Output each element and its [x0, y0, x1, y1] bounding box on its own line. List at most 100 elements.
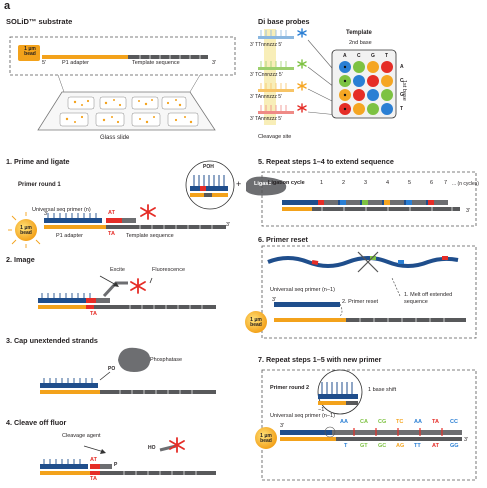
bead-label: 1 μm bead [24, 46, 36, 57]
cycle-7: 7 [444, 180, 448, 186]
cycle-n: ... (n cycles) [452, 181, 479, 187]
step6-title: 6. Primer reset [258, 235, 308, 244]
step1-ta: TA [108, 231, 115, 237]
step6-universal-primer: Universal seq primer (n−1) [270, 287, 335, 293]
cycle-6: 6 [430, 180, 434, 186]
row-t: T [400, 106, 404, 112]
solid-substrate-title: SOLiD™ substrate [6, 17, 73, 26]
step5-three-prime: 3' [466, 208, 471, 214]
step1-title: 1. Prime and ligate [6, 157, 70, 166]
step6-three-prime: 3' [272, 297, 277, 303]
top-pair-4: TC [396, 419, 404, 425]
col-g: G [371, 53, 375, 59]
step4-p: P [114, 462, 118, 468]
step2-ta: TA [90, 311, 97, 317]
top-pair-3: CG [378, 419, 387, 425]
top-pair-5: AA [414, 419, 422, 425]
step7-three-prime-end: 3' [464, 437, 469, 443]
template-label: Template [346, 30, 372, 36]
bottom-pair-1: T [344, 443, 348, 449]
step2-graphic [38, 275, 216, 309]
step1-three-prime-end: 3' [226, 222, 231, 228]
di-base-probes-graphic [258, 28, 397, 125]
cross-out-icon [357, 251, 379, 273]
step2-fluor-star-icon [130, 278, 146, 294]
template-strand [128, 55, 208, 59]
col-a: A [343, 53, 347, 59]
p1-adapter-strand [42, 55, 128, 59]
cleavage-site-highlight [264, 29, 276, 125]
probe-star-blue-icon [297, 28, 307, 38]
bottom-pair-3: GC [378, 443, 387, 449]
poh-label: POH [203, 164, 214, 170]
probe-star-green-icon [297, 59, 307, 69]
probe-3-seq: 3' TAnnnzzz 5' [250, 94, 283, 100]
bottom-pair-5: TT [414, 443, 421, 449]
po-label: PO [108, 366, 116, 372]
step1-template-sequence: Template sequence [126, 233, 174, 239]
col-c: C [357, 53, 361, 59]
fluorescence-label: Fluorescence [152, 267, 186, 273]
step1-p1-adapter: P1 adapter [56, 233, 83, 239]
bottom-pair-6: AT [432, 443, 439, 449]
solid-substrate-graphic [9, 36, 236, 131]
substrate-dashed-box [9, 36, 236, 76]
cleavage-site-label: Cleavage site [258, 134, 292, 140]
cycle-3: 3 [364, 180, 368, 186]
step2-title: 2. Image [6, 255, 35, 264]
bottom-pair-7: GG [450, 443, 459, 449]
step1-bead-label: 1 μm bead [20, 225, 32, 236]
step1-three-prime: 3' [44, 211, 49, 217]
step1-fluor-star-icon [140, 204, 156, 220]
cycle-1: 1 [320, 180, 324, 186]
cycle-5: 5 [408, 180, 412, 186]
step6-graphic [245, 245, 477, 339]
plus-sign: + [236, 179, 242, 189]
primer-reset-label: 2. Primer reset [342, 299, 379, 305]
first-base-label: 1st base [401, 80, 407, 101]
cycle-2: 2 [342, 180, 346, 186]
three-prime-label: 3' [212, 60, 217, 66]
cycle-4: 4 [386, 180, 390, 186]
bead-square [18, 45, 40, 61]
step5-graphic [261, 171, 477, 227]
second-base-label: 2nd base [349, 40, 372, 46]
melt-off-label: 1. Melt off extended sequence [404, 292, 453, 305]
bottom-pair-4: AG [396, 443, 405, 449]
primer-round-2: Primer round 2 [270, 385, 310, 391]
bead-icon [8, 212, 41, 248]
bottom-pair-2: GT [360, 443, 368, 449]
ho-label: HO [148, 445, 156, 451]
primer-round-1: Primer round 1 [18, 182, 61, 188]
step6-bead-label: 1 μm bead [250, 317, 262, 328]
probe-2-seq: 3' TCnnnzzz 5' [250, 72, 283, 78]
row-c: C [400, 78, 404, 84]
glass-slide-label: Glass slide [100, 135, 130, 141]
probe-4-seq: 3' TAnnnzzz 5' [250, 116, 283, 122]
step7-graphic [255, 369, 477, 481]
step4-ta: TA [90, 476, 97, 482]
step1-at: AT [108, 210, 115, 216]
step5-title: 5. Repeat steps 1–4 to extend sequence [258, 157, 394, 166]
step7-title: 7. Repeat steps 1–5 with new primer [258, 355, 382, 364]
step4-graphic [40, 437, 216, 475]
minus-one-label: −1 [318, 407, 325, 413]
step7-three-prime: 3' [280, 423, 285, 429]
row-a: A [400, 64, 404, 70]
phosphatase-blob [118, 347, 151, 372]
ligase-label: Ligase [254, 181, 272, 187]
ligation-cycle-label: Ligation cycle [268, 180, 305, 186]
template-sequence-label: Template sequence [132, 60, 180, 66]
ligase-blob [246, 176, 287, 196]
col-t: T [385, 53, 389, 59]
excite-label: Excite [110, 267, 125, 273]
cleavage-agent-label: Cleavage agent [62, 433, 101, 439]
step7-bead-label: 1 μm bead [260, 433, 272, 444]
probe-star-red-icon [297, 103, 307, 113]
step4-title: 4. Cleave off fluor [6, 418, 67, 427]
top-pair-1: AA [340, 419, 348, 425]
bead-icon-step6 [245, 311, 267, 333]
p1-adapter-label: P1 adapter [62, 60, 89, 66]
probe-1-seq: 3' TTnnnzzz 5' [250, 42, 283, 48]
top-pair-7: CC [450, 419, 458, 425]
